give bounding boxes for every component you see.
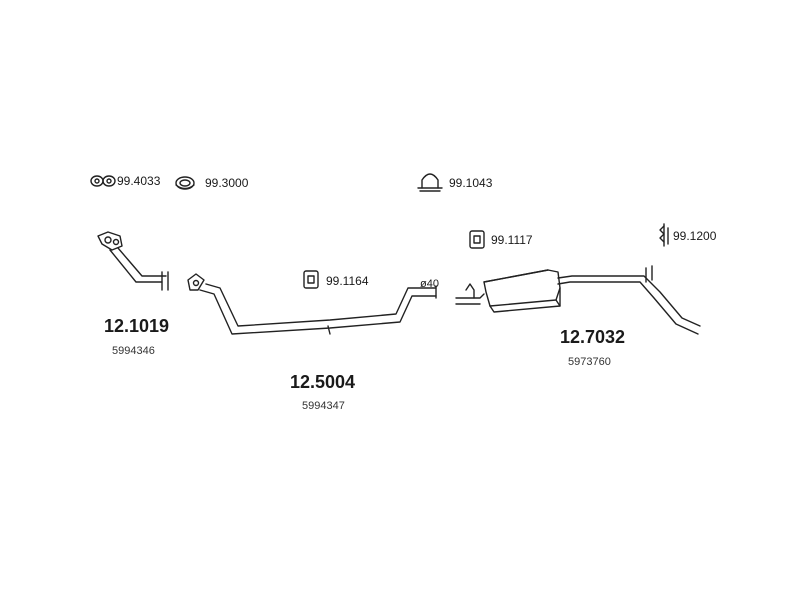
rubber-hanger-part-number: 99.1164 (326, 274, 369, 288)
middle-pipe-drawing (187, 273, 437, 335)
front-pipe-oem-number: 5994346 (112, 345, 155, 357)
double-gasket-icon (90, 175, 116, 187)
rear-muffler-oem-number: 5973760 (568, 356, 611, 368)
ring-gasket-icon (175, 176, 195, 190)
u-clamp-icon (417, 173, 443, 192)
hanger-part-number: 99.1200 (673, 229, 717, 243)
pipe-diameter-label: ø40 (420, 278, 439, 290)
rubber-mount-icon (469, 230, 485, 249)
front-pipe-part-number: 12.1019 (104, 316, 170, 336)
rear-muffler-drawing (455, 265, 701, 335)
gasket-part-number: 99.4033 (117, 174, 161, 188)
middle-pipe-part-number: 12.5004 (290, 372, 356, 392)
mount-part-number: 99.1117 (491, 233, 533, 247)
middle-pipe-oem-number: 5994347 (302, 400, 345, 412)
ring-gasket-part-number: 99.3000 (205, 176, 249, 190)
front-pipe-drawing (97, 231, 169, 291)
rubber-hanger-icon (303, 270, 319, 289)
clamp-part-number: 99.1043 (449, 176, 493, 190)
rear-muffler-part-number: 12.7032 (560, 327, 626, 347)
hanger-bracket-icon (659, 223, 669, 247)
